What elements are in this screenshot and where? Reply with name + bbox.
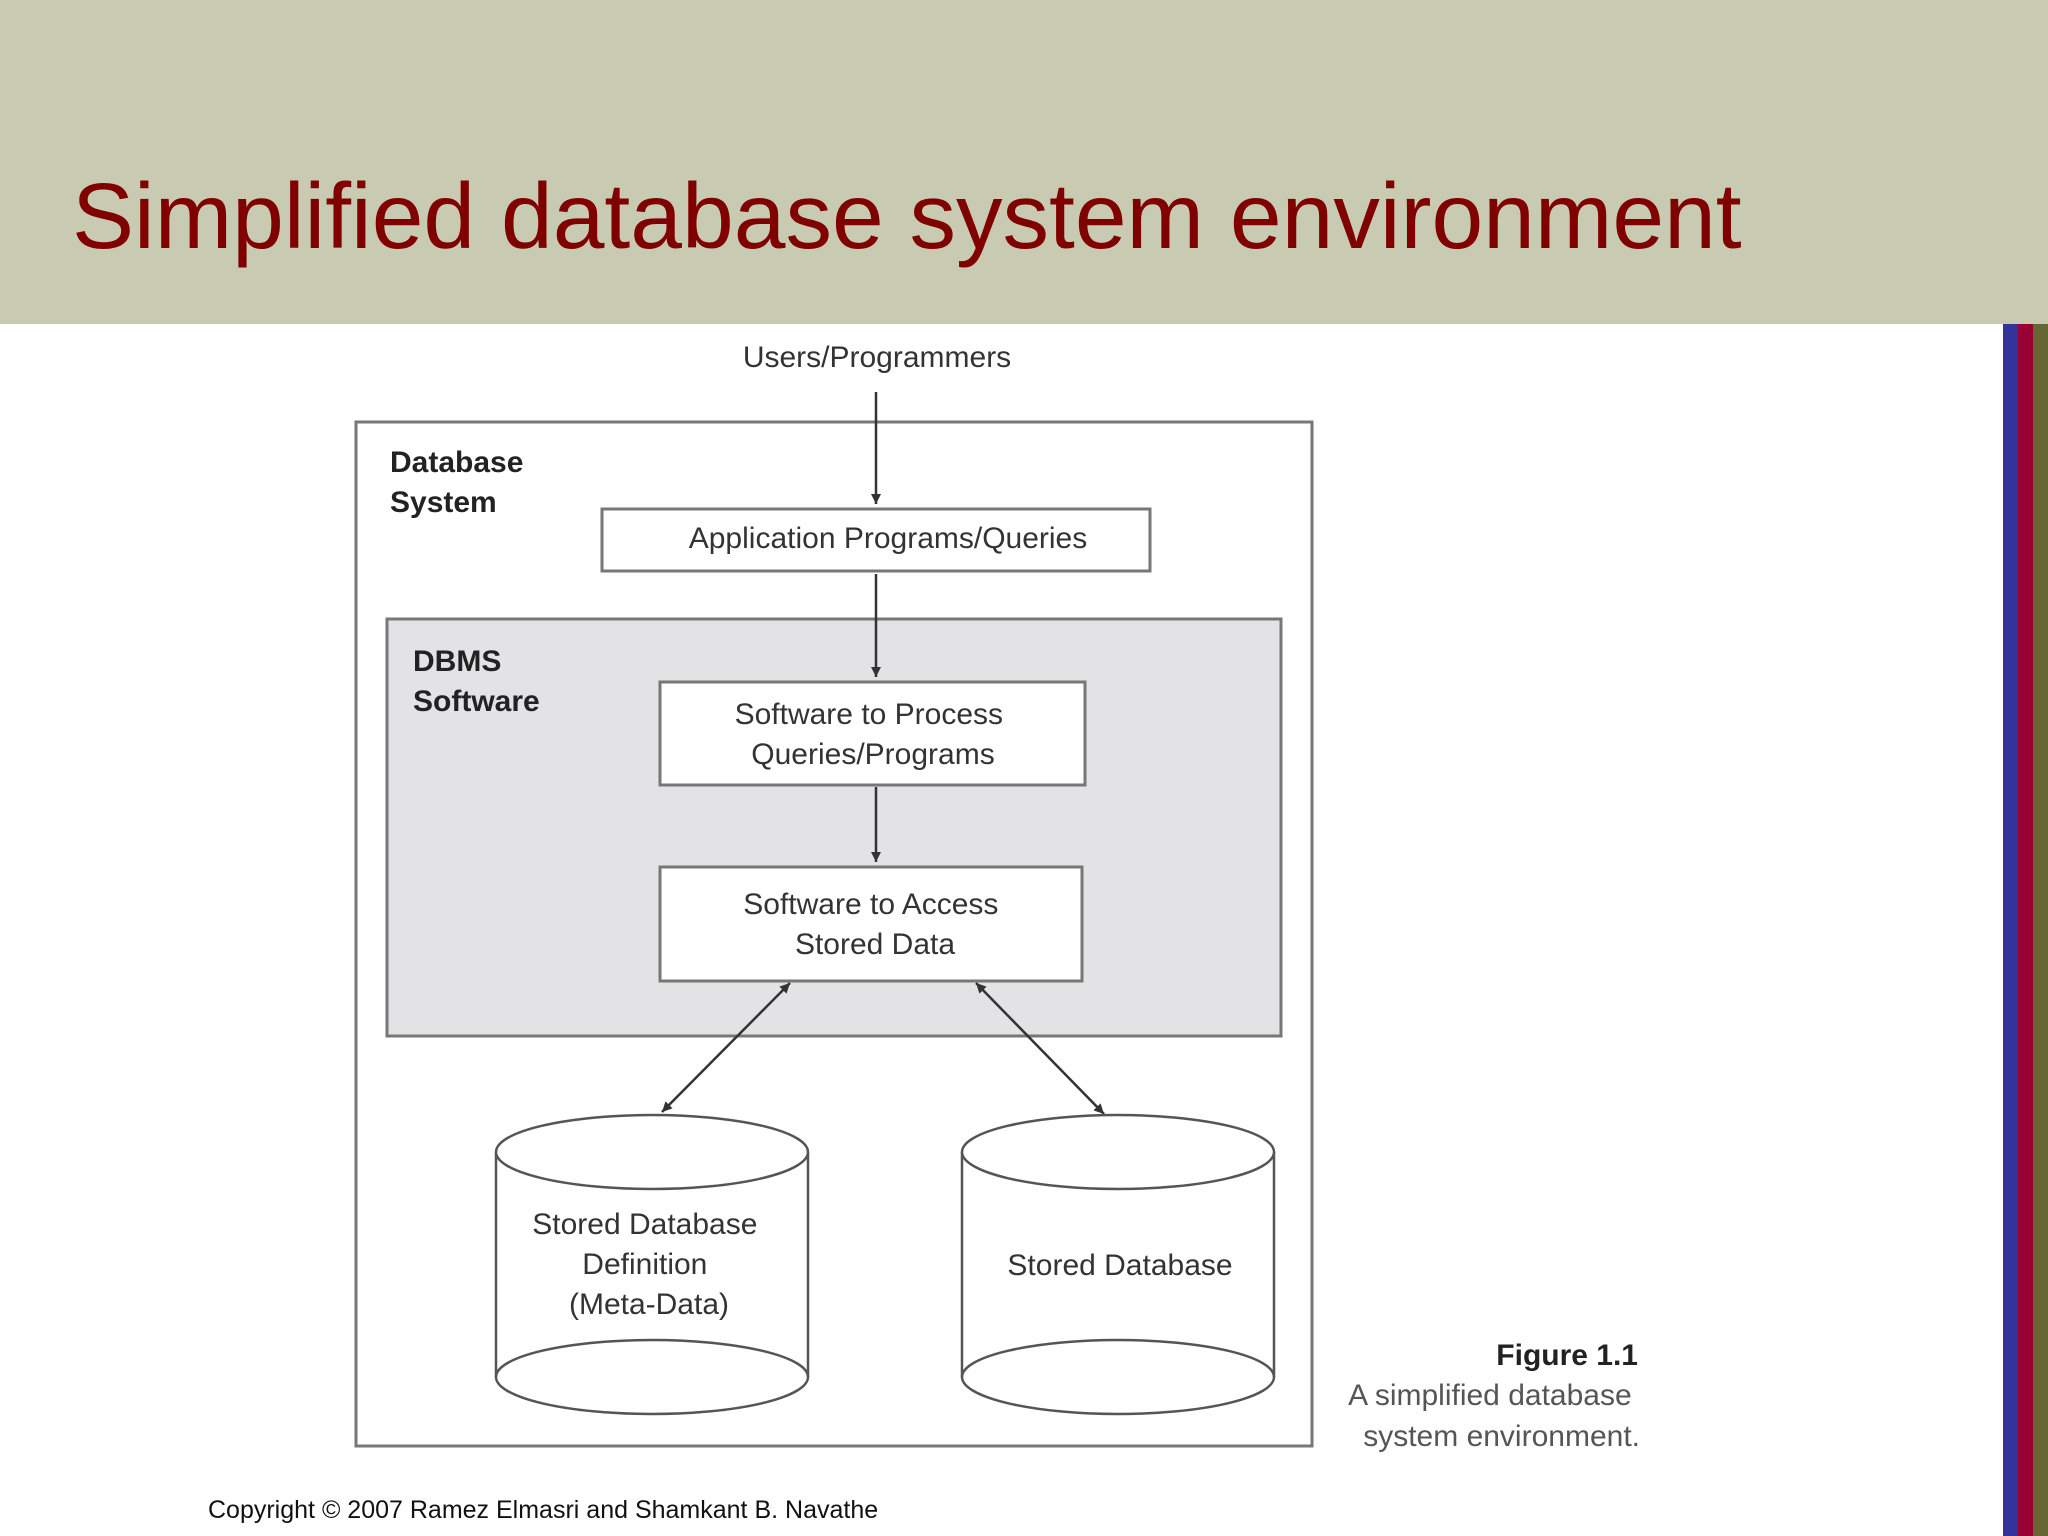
application-programs-label: Application Programs/Queries — [689, 522, 1088, 555]
figure-caption-line2: system environment. — [1363, 1420, 1640, 1453]
figure-caption-line1: A simplified database — [1348, 1379, 1632, 1412]
process-queries-label: Software to Process Queries/Programs — [735, 698, 1012, 771]
metadata-cylinder-label-line2: Definition — [582, 1248, 707, 1281]
process-queries-box — [658, 680, 1087, 787]
process-queries-label-line1: Software to Process — [735, 698, 1003, 731]
stored-database-cylinder — [960, 1113, 1276, 1416]
application-programs-box — [600, 507, 1152, 573]
arrow-access-metadata — [661, 982, 791, 1113]
access-stored-data-label-line2: Stored Data — [795, 928, 955, 961]
process-queries-label-line2: Queries/Programs — [751, 738, 994, 771]
arrow-access-stored-db — [975, 982, 1105, 1115]
stored-database-label: Stored Database — [1007, 1249, 1232, 1282]
access-stored-data-label: Software to Access Stored Data — [743, 888, 1006, 961]
figure-caption: A simplified database system environment… — [1348, 1379, 1640, 1453]
side-stripes — [2003, 324, 2048, 1536]
metadata-cylinder-label: Stored Database Definition (Meta-Data) — [532, 1208, 766, 1321]
flow-arrows — [661, 392, 1105, 1115]
database-system-label-line2: System — [390, 486, 497, 519]
database-system-label: Database System — [390, 446, 532, 519]
figure-number: Figure 1.1 — [1496, 1339, 1638, 1372]
database-system-label-line1: Database — [390, 446, 523, 479]
metadata-cylinder-label-line3: (Meta-Data) — [569, 1288, 729, 1321]
dbms-software-label: DBMS Software — [413, 645, 540, 718]
access-stored-data-box — [658, 865, 1084, 983]
copyright-notice: Copyright © 2007 Ramez Elmasri and Shamk… — [208, 1496, 879, 1524]
users-programmers-label: Users/Programmers — [743, 341, 1011, 374]
stripe-olive — [2033, 324, 2048, 1536]
dbms-software-label-line1: DBMS — [413, 645, 501, 678]
metadata-cylinder — [494, 1113, 810, 1416]
stripe-blue — [2003, 324, 2018, 1536]
stripe-red — [2018, 324, 2033, 1536]
title-banner — [0, 0, 2048, 324]
dbms-software-label-line2: Software — [413, 685, 540, 718]
slide-title: Simplified database system environment — [72, 164, 1742, 268]
metadata-cylinder-label-line1: Stored Database — [532, 1208, 757, 1241]
access-stored-data-label-line1: Software to Access — [743, 888, 998, 921]
